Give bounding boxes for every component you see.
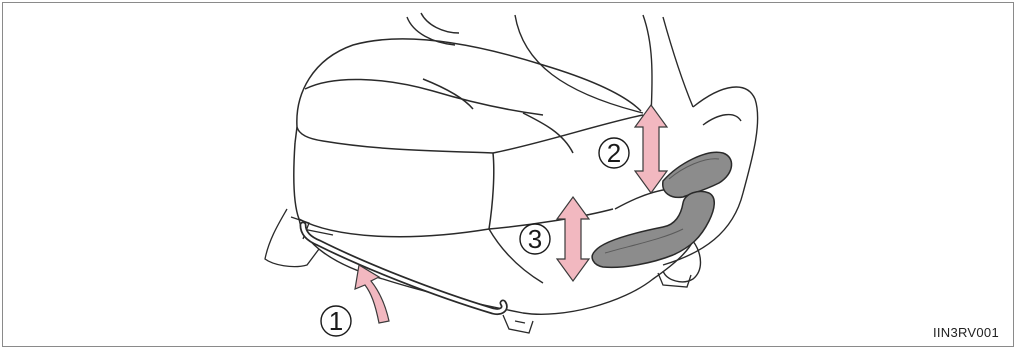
- upper-lever: [663, 152, 732, 197]
- callout-3: 3: [520, 224, 550, 254]
- seat-adjustment-illustration: 1 2 3: [3, 3, 1015, 348]
- arrow-3-updown: [557, 197, 589, 281]
- seat-cushion: [294, 39, 643, 237]
- callout-1-number: 1: [329, 306, 343, 336]
- callout-3-number: 3: [528, 224, 542, 254]
- arrow-2-updown: [635, 105, 667, 193]
- figure-code: IIN3RV001: [933, 325, 999, 340]
- callout-2-number: 2: [607, 138, 621, 168]
- callout-1: 1: [321, 306, 351, 336]
- lower-lever: [592, 191, 714, 267]
- figure-frame: 1 2 3 IIN3RV001: [2, 2, 1014, 347]
- release-bar: [303, 225, 504, 312]
- callout-2: 2: [599, 138, 629, 168]
